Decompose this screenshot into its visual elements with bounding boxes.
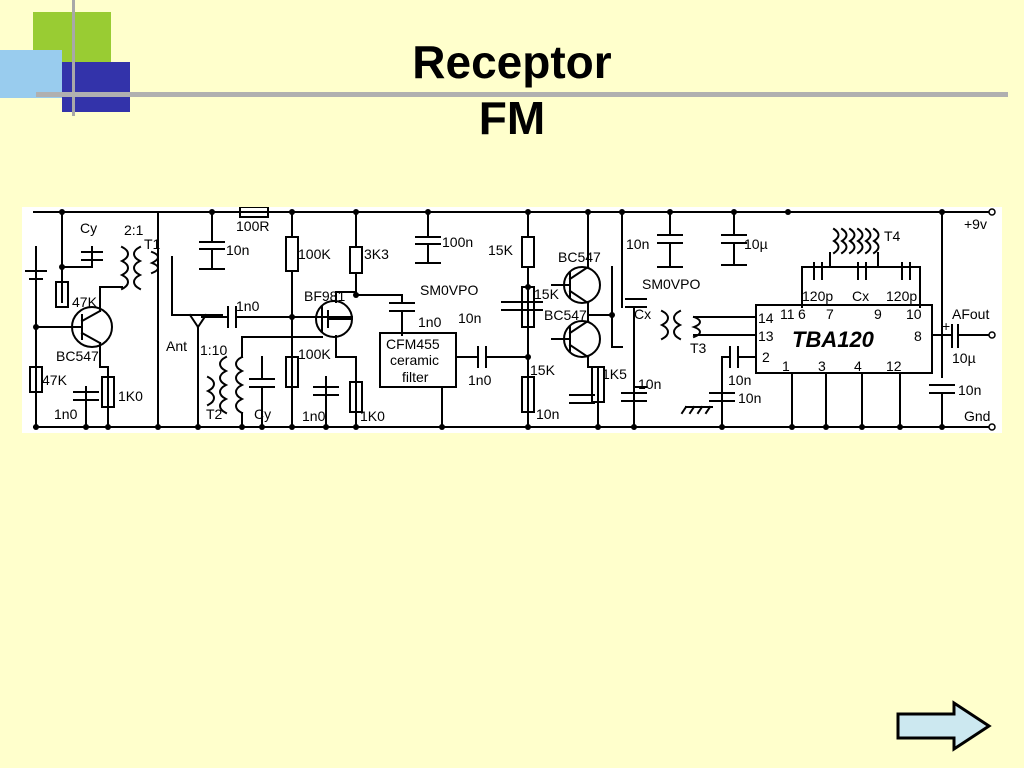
label-10n-g: 10n [728,372,751,388]
label-supply: +9v [964,216,987,232]
label-10n-out: 10n [958,382,981,398]
label-bc547-left: BC547 [56,348,99,364]
label-10u-top: 10µ [744,236,768,252]
deco-light-blue-square [0,50,62,98]
label-cx-t3: Cx [634,306,651,322]
pin-12: 12 [886,358,902,374]
label-10u-out: 10µ [952,350,976,366]
label-100r: 100R [236,218,269,234]
pin-10: 10 [906,306,922,322]
next-slide-button[interactable] [896,700,992,752]
deco-vertical-line [72,0,75,116]
label-1n0-c: 1n0 [54,406,78,422]
label-10n-h: 10n [738,390,761,406]
label-bc547-b: BC547 [544,307,587,323]
label-cx-t4: Cx [852,288,869,304]
label-1n0-d: 1n0 [302,408,326,424]
label-ratio-2-1: 2:1 [124,222,144,238]
label-bc547-a: BC547 [558,249,601,265]
pin-11: 11 [780,306,795,322]
pin-8: 8 [914,328,922,344]
filter-line2: ceramic [390,352,439,368]
label-1n0-e: 1n0 [468,372,492,388]
label-cy-top: Cy [80,220,97,236]
filter-line1: CFM455 [386,336,440,352]
label-100k-b: 100K [298,346,331,362]
label-sm0vpo-a: SM0VPO [420,282,478,298]
pin-9: 9 [874,306,882,322]
label-100n: 100n [442,234,473,250]
label-cy-bottom: Cy [254,406,271,422]
label-1k0-b: 1K0 [360,408,385,424]
label-100k-top: 100K [298,246,331,262]
label-1n0-b: 1n0 [418,314,442,330]
pin-3: 3 [818,358,826,374]
label-47k-a: 47K [72,294,98,310]
pin-4: 4 [854,358,862,374]
pin-7: 7 [826,306,834,322]
pin-2: 2 [762,349,770,365]
pin-6: 6 [798,306,806,322]
label-10n-top: 10n [226,242,249,258]
label-10n-sm: 10n [626,236,649,252]
label-15k-c: 15K [530,362,556,378]
label-ant: Ant [166,338,187,354]
pin-13: 13 [758,328,774,344]
label-1n0-a: 1n0 [236,298,260,314]
label-10n-mid: 10n [458,310,481,326]
label-bf981: BF981 [304,288,345,304]
deco-horizontal-rule [36,92,1008,97]
label-t1: T1 [144,236,161,252]
label-10n-e: 10n [536,406,559,422]
label-15k-b: 15K [534,286,560,302]
label-plus: + [942,318,950,334]
label-47k-b: 47K [42,372,68,388]
label-1k0-a: 1K0 [118,388,143,404]
label-t3: T3 [690,340,707,356]
slide-title-line1: Receptor [412,36,612,88]
label-ratio-1-10: 1:10 [200,342,227,358]
slide-title: Receptor FM [312,34,712,146]
label-10n-f: 10n [638,376,661,392]
label-120p-b: 120p [886,288,917,304]
pin-1: 1 [782,358,790,374]
label-t4: T4 [884,228,901,244]
label-afout: AFout [952,306,989,322]
pin-14: 14 [758,310,774,326]
label-3k3: 3K3 [364,246,389,262]
label-sm0vpo-b: SM0VPO [642,276,700,292]
fm-receiver-schematic: Cy 2:1 T1 100R 10n 100K 3K3 100n 15K BC5… [22,207,1002,433]
label-1k5: 1K5 [602,366,627,382]
slide-title-line2: FM [478,92,546,144]
arrow-right-icon [896,700,992,752]
label-t2: T2 [206,406,223,422]
ic-label: TBA120 [792,327,875,352]
label-15k-a: 15K [488,242,514,258]
label-gnd: Gnd [964,408,990,424]
label-120p-a: 120p [802,288,833,304]
filter-line3: filter [402,369,429,385]
